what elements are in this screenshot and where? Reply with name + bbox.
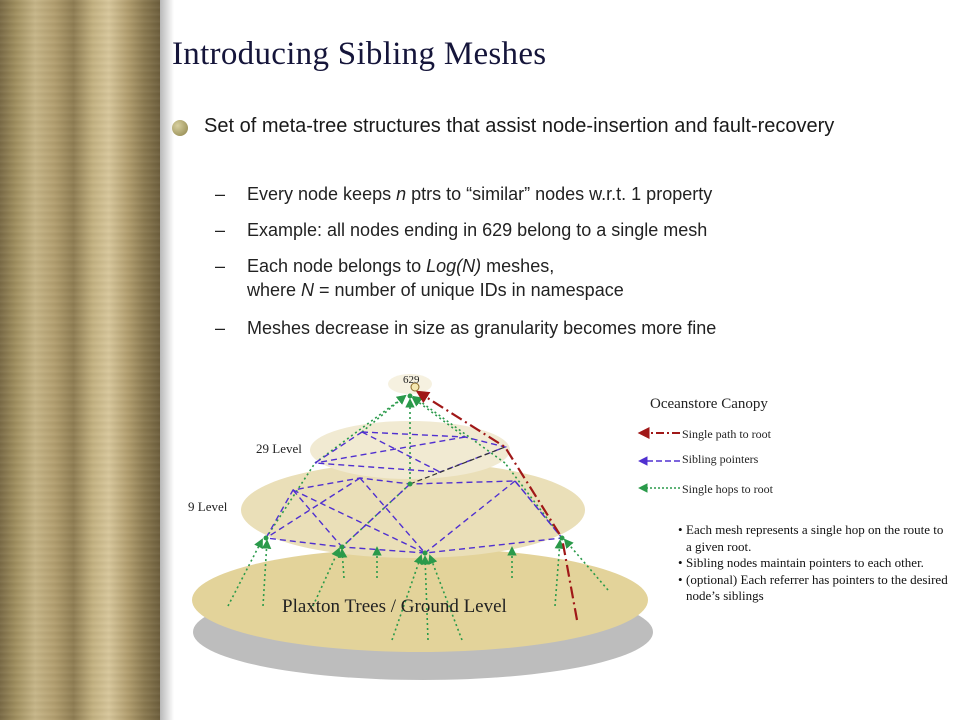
ground-level-label: Plaxton Trees / Ground Level xyxy=(282,596,507,617)
level-9-disc xyxy=(241,462,585,558)
dash-glyph: – xyxy=(215,184,226,204)
main-bullet-text: Set of meta-tree structures that assist … xyxy=(204,115,835,137)
root-label: 629 xyxy=(403,374,420,386)
legend-sibling-label: Sibling pointers xyxy=(682,452,759,466)
single-hop-lines xyxy=(227,394,609,641)
sibling-pointer-lines xyxy=(265,431,564,554)
cross-link xyxy=(409,446,506,485)
diagram-notes: •Each mesh represents a single hop on th… xyxy=(678,522,948,605)
slide-title: Introducing Sibling Meshes xyxy=(172,36,547,72)
sub-bullet-text: Every node keeps n ptrs to “similar” nod… xyxy=(247,184,713,204)
note-item: •Sibling nodes maintain pointers to each… xyxy=(678,555,924,570)
dash-glyph: – xyxy=(215,220,226,240)
dash-glyph: – xyxy=(215,318,226,338)
note-item: •(optional) Each referrer has pointers t… xyxy=(678,571,948,604)
legend-path-label: Single path to root xyxy=(682,427,772,441)
note-item: •Each mesh represents a single hop on th… xyxy=(678,522,944,554)
legend-title: Oceanstore Canopy xyxy=(650,396,768,412)
level-29-label: 29 Level xyxy=(256,441,302,456)
level-9-label: 9 Level xyxy=(188,499,228,514)
root-node-icon xyxy=(410,382,420,392)
decorative-pillar xyxy=(0,0,174,720)
bullet-dot-icon xyxy=(172,120,188,136)
sub-bullet-text: Each node belongs to Log(N) meshes,where… xyxy=(247,256,624,300)
ground-level-disc xyxy=(192,548,648,652)
sub-bullet-text: Meshes decrease in size as granularity b… xyxy=(247,318,717,338)
sub-bullet-text: Example: all nodes ending in 629 belong … xyxy=(247,220,708,240)
node-markers xyxy=(263,393,565,556)
root-path-line xyxy=(415,390,579,621)
root-disc xyxy=(388,374,432,394)
dash-glyph: – xyxy=(215,256,226,276)
note-bullet-icon: • xyxy=(678,522,683,537)
legend-hop-label: Single hops to root xyxy=(682,482,774,496)
note-bullet-icon: • xyxy=(678,555,683,570)
note-bullet-icon: • xyxy=(678,571,683,587)
